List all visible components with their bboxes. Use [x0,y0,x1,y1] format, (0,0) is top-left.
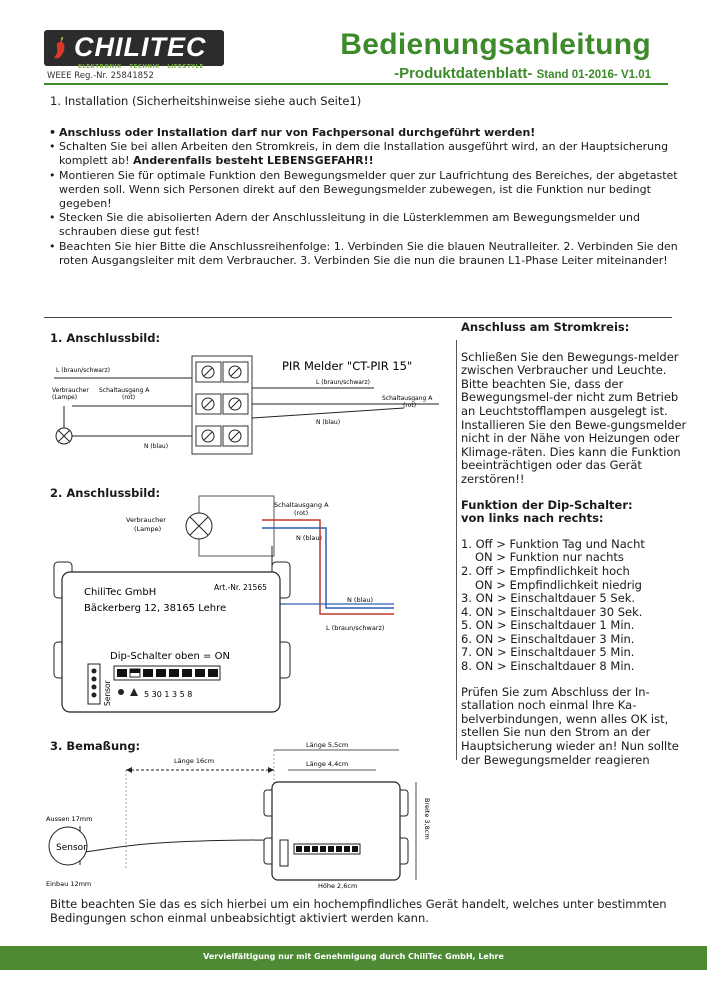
d3-aussen: Aussen 17mm [46,815,92,823]
d1-r-rot: (rot) [403,402,416,409]
dip-title-line1: Funktion der Dip-Schalter: [461,497,633,512]
d1-verbraucher: Verbraucher [52,387,89,394]
dip-item-2b: ON > Empfindlichkeit niedrig [475,577,642,592]
footer-bar: Vervielfältigung nur mit Genehmigung dur… [0,946,707,970]
anschluss-paragraph: Schließen Sie den Bewegungs-melder zwisc… [461,349,687,486]
page-header: CHILITEC ELEKTRONIK · TECHNIK · LIFESTYL… [0,0,707,88]
sensor-strip [87,663,101,705]
sensor-head [48,826,88,866]
version-stand: Stand 01-2016- V1.01 [536,69,651,81]
diagram1-title: 1. Anschlussbild: [50,331,161,345]
lebensgefahr-warning: Anderenfalls besteht LEBENSGEFAHR!! [133,154,374,168]
copyright-notice: Vervielfältigung nur mit Genehmigung dur… [203,952,504,961]
d2-verbraucher: Verbraucher [126,516,166,524]
bullet-anschlussreihenfolge: Beachten Sie hier Bitte die Anschlussrei… [49,240,679,268]
chilitec-logo: CHILITEC ELEKTRONIK · TECHNIK · LIFESTYL… [44,30,224,70]
d1-r-n-label: N (blau) [316,419,340,426]
d2-sensor-label: Sensor [103,679,112,706]
device-dimension-body [271,781,401,881]
wiring-diagram-1: L (braun/schwarz) Verbraucher (Lampe) Sc… [52,355,439,455]
wiring-diagram-2: Verbraucher (Lampe) Schaltausgang A (rot… [53,495,394,713]
dip-item-7: 7. ON > Einschaltdauer 5 Min. [461,645,635,660]
installation-title: 1. Installation (Sicherheitshinweise sie… [50,94,362,108]
d3-hoehe: Höhe 2,6cm [318,882,357,890]
bullet-fachpersonal: Anschluss oder Installation darf nur von… [49,126,679,140]
d1-r-l-label: L (braun/schwarz) [316,379,370,386]
d3-laenge44: Länge 4,4cm [306,760,348,768]
d1-r-schalt: Schaltausgang A [382,395,433,402]
installation-bullets: Anschluss oder Installation darf nur von… [49,126,679,268]
d3-sensor: Sensor [56,843,87,853]
logo-tagline: ELEKTRONIK · TECHNIK · LIFESTYLE [78,64,204,70]
bullet-hauptsicherung-text: Schalten Sie bei allen Arbeiten den Stro… [59,140,669,168]
diagram3-title: 3. Bemaßung: [50,739,141,753]
pir-melder-label: PIR Melder "CT-PIR 15" [282,359,412,373]
d3-laenge55: Länge 5,5cm [306,741,348,749]
dip-switch-block [113,665,221,681]
dip-item-6: 6. ON > Einschaltdauer 3 Min. [461,631,635,646]
dimension-diagram: Länge 16cm Länge 5,5cm Länge 4,4cm Ausse… [46,741,431,890]
d2-n-blau: N (blau) [296,534,322,542]
d1-n-label: N (blau) [144,443,168,450]
diagram2-title: 2. Anschlussbild: [50,486,161,500]
header-rule [44,83,668,85]
d2-schalt: Schaltausgang A [274,501,329,509]
d3-laenge16: Länge 16cm [174,757,214,765]
d1-schaltausgang: Schaltausgang A [99,387,150,394]
anschluss-title: Anschluss am Stromkreis: [461,320,630,334]
d1-lampe: (Lampe) [52,394,77,401]
d2-l-braun: L (braun/schwarz) [326,624,384,632]
final-check-paragraph: Prüfen Sie zum Abschluss der In-stallati… [461,684,679,767]
chili-pepper-icon [54,36,65,59]
sensitivity-triangle-icon [130,688,138,696]
logo-wordmark: CHILITEC [74,32,207,62]
bullet-hauptsicherung: Schalten Sie bei allen Arbeiten den Stro… [49,140,679,168]
bullet-luesterklemmen: Stecken Sie die abisolierten Adern der A… [49,211,679,239]
dip-item-1b: ON > Funktion nur nachts [475,550,624,565]
sensitivity-note: Bitte beachten Sie das es sich hierbei u… [50,897,667,925]
d3-einbau: Einbau 12mm [46,880,91,888]
dip-item-3: 3. ON > Einschaltdauer 5 Sek. [461,591,636,606]
d2-rot: (rot) [294,509,308,517]
dip-function-list: 1. Off > Funktion Tag und Nacht ON > Fun… [461,536,689,674]
d3-breite: Breite 3,8cm [423,798,431,840]
dip-function-title: Funktion der Dip-Schalter: von links nac… [461,497,689,526]
terminal-screws [195,361,249,447]
mini-dip-switches [296,846,358,852]
dip-item-1: 1. Off > Funktion Tag und Nacht [461,536,645,551]
right-column: Anschluss am Stromkreis: Schließen Sie d… [461,320,689,779]
d2-dip-label: Dip-Schalter oben = ON [110,651,230,662]
column-divider [456,340,457,760]
d2-lampe: (Lampe) [134,525,161,533]
section-divider [44,317,672,318]
weee-reg-number: WEEE Reg.-Nr. 25841852 [47,71,154,81]
dip-item-8: 8. ON > Einschaltdauer 8 Min. [461,659,635,674]
d2-dip-numbers: 5 30 1 3 5 8 [144,690,192,699]
subtitle-text: -Produktdatenblatt- [394,65,533,82]
document-title: Bedienungsanleitung [340,28,651,61]
document-subtitle: -Produktdatenblatt- Stand 01-2016- V1.01 [394,65,651,82]
d2-company: ChiliTec GmbH [84,587,156,598]
bullet-montage: Montieren Sie für optimale Funktion den … [49,169,679,212]
d2-address: Bäckerberg 12, 38165 Lehre [84,603,226,614]
d1-l-label: L (braun/schwarz) [56,367,110,374]
dip-item-4: 4. ON > Einschaltdauer 30 Sek. [461,604,643,619]
night-mode-icon [118,689,124,695]
dip-item-5: 5. ON > Einschaltdauer 1 Min. [461,618,635,633]
dip-item-2: 2. Off > Empfindlichkeit hoch [461,563,630,578]
d2-n-blau2: N (blau) [347,596,373,604]
dip-title-line2: von links nach rechts: [461,511,604,526]
d1-rot: (rot) [122,394,135,401]
d2-artnr: Art.-Nr. 21565 [214,583,267,592]
